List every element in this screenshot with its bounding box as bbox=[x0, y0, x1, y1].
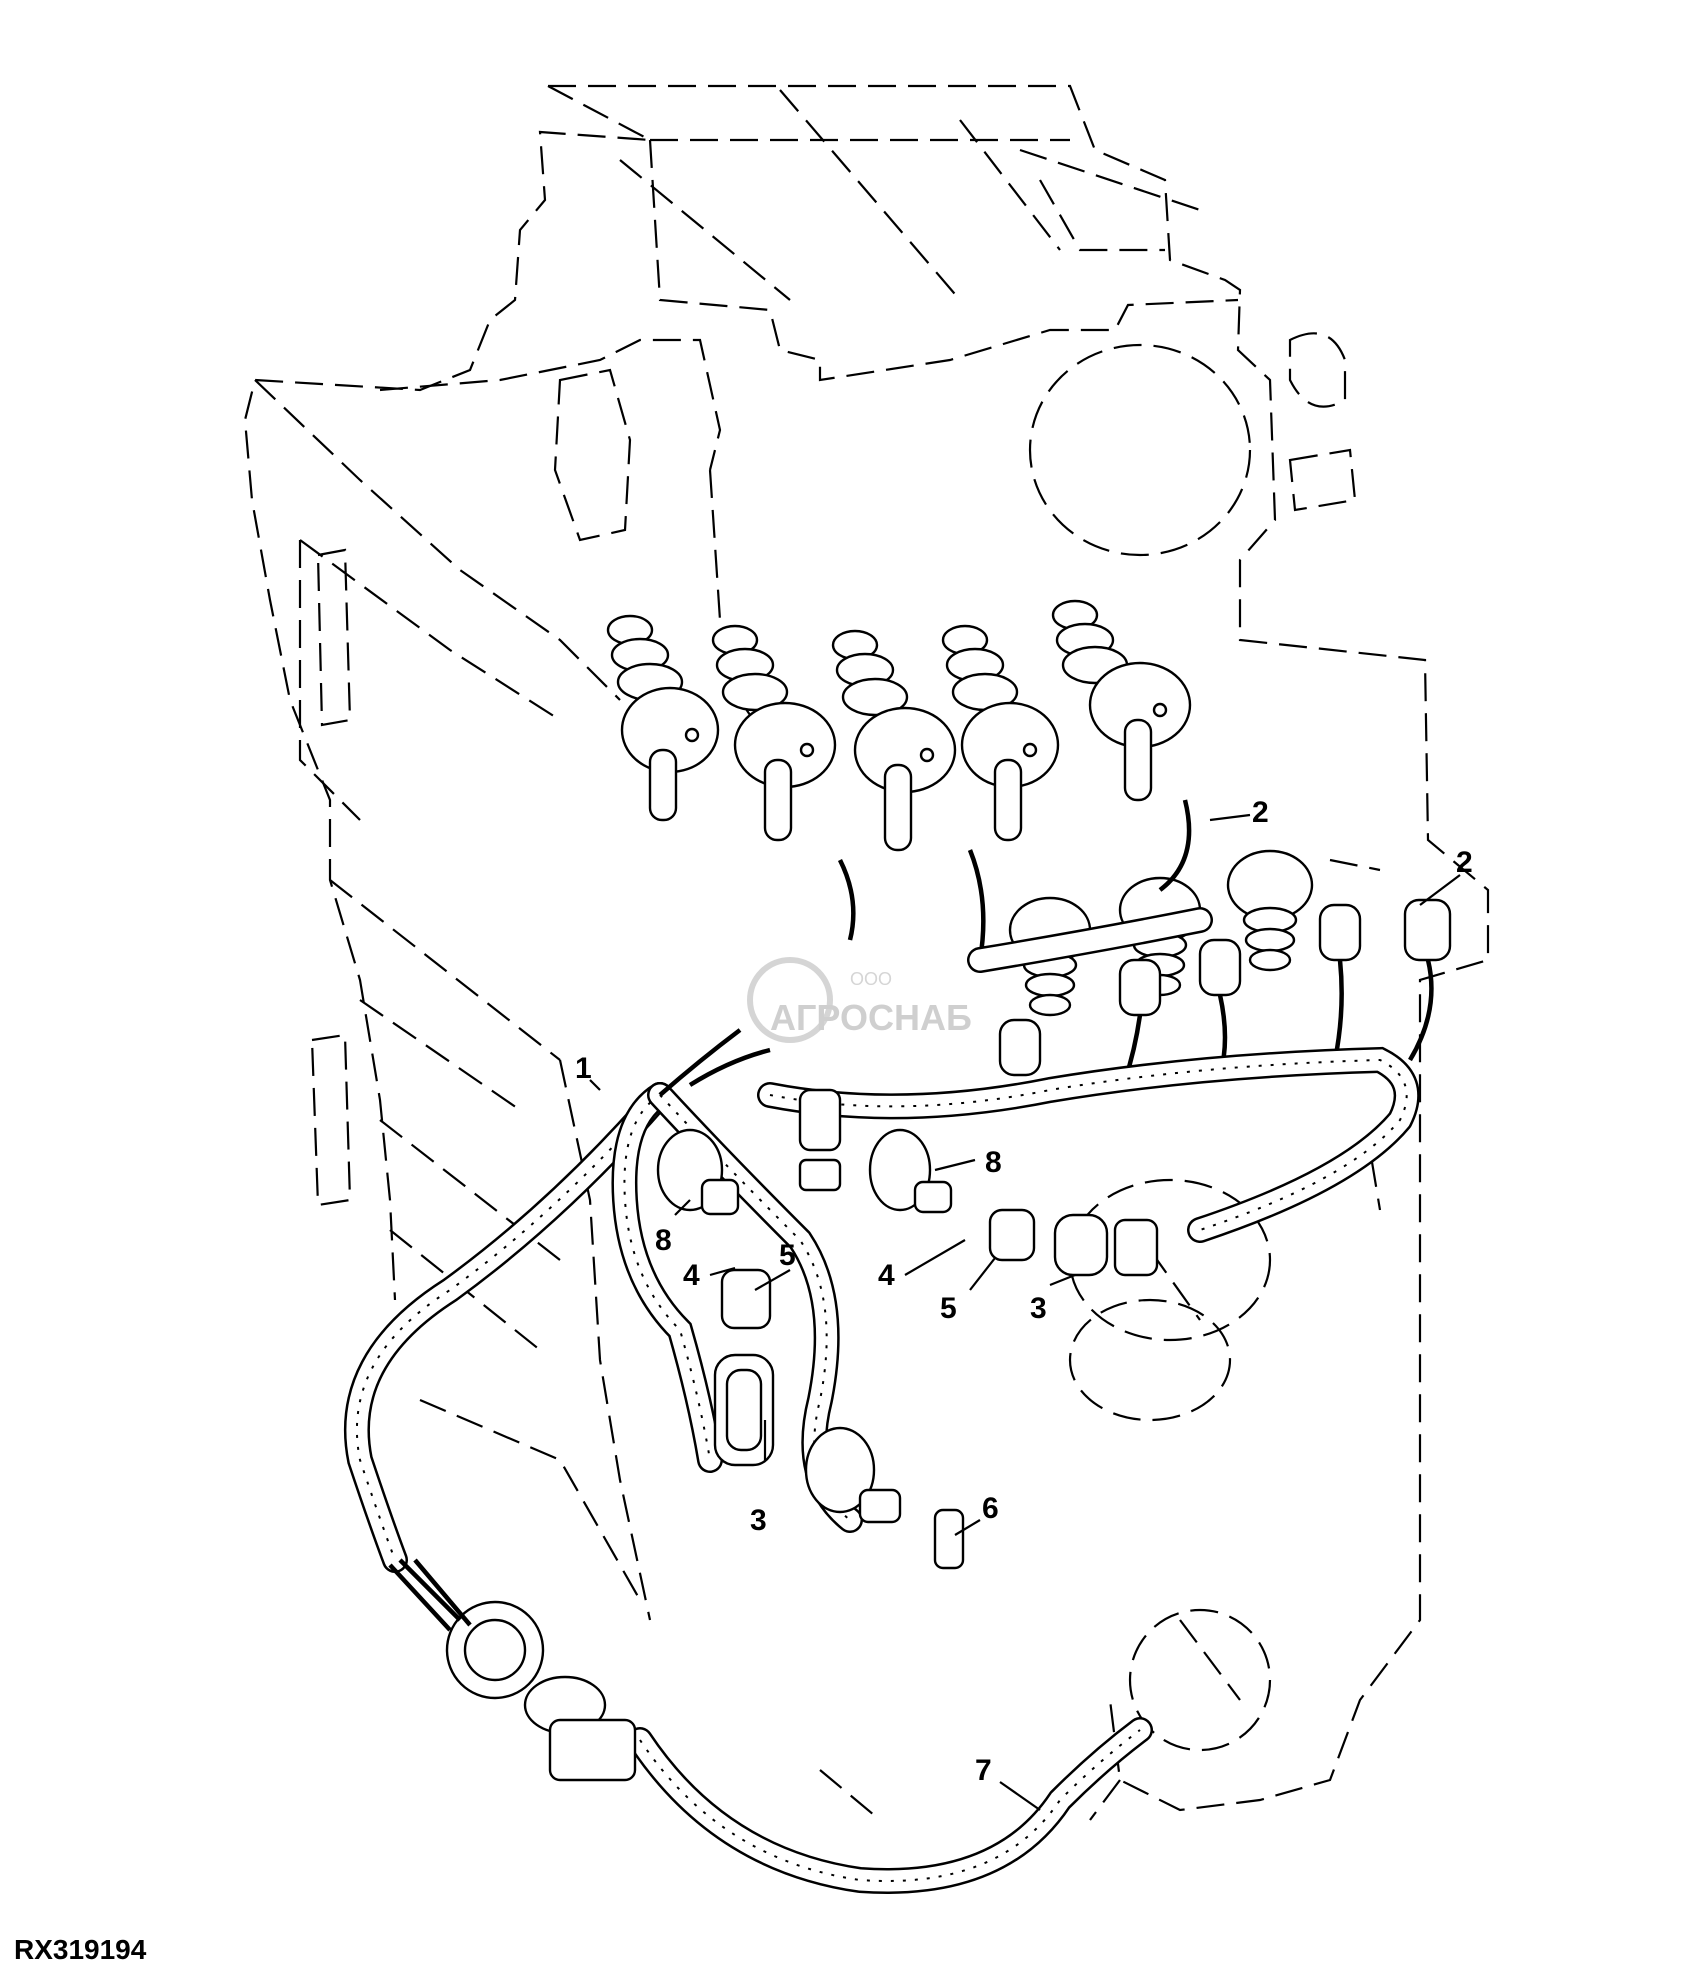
callouts: 1 2 2 3 3 4 4 5 5 6 7 8 8 bbox=[575, 796, 1473, 1811]
connector bbox=[720, 1268, 772, 1330]
connector bbox=[713, 1353, 775, 1467]
connector bbox=[1053, 1213, 1109, 1277]
callout-1: 1 bbox=[575, 1052, 592, 1085]
pressure-sensor bbox=[868, 1128, 953, 1214]
transmission-housing-outline bbox=[243, 84, 1490, 1821]
connector bbox=[1113, 1218, 1159, 1277]
connector bbox=[1403, 898, 1452, 962]
solenoid-valve bbox=[711, 624, 837, 842]
solenoid-valve bbox=[941, 624, 1060, 842]
watermark: ООО АГРОСНАБ bbox=[747, 957, 972, 1043]
solenoid-valve bbox=[1051, 599, 1192, 802]
pressure-sensor bbox=[804, 1426, 902, 1524]
solenoid-valve bbox=[1226, 849, 1314, 972]
callout-4-right: 4 bbox=[878, 1259, 895, 1292]
callout-6: 6 bbox=[982, 1492, 999, 1525]
callout-8-right: 8 bbox=[985, 1146, 1002, 1179]
watermark-small: ООО bbox=[850, 969, 892, 989]
callout-2-right: 2 bbox=[1456, 846, 1473, 879]
solenoid-valve bbox=[831, 629, 957, 852]
pressure-sensor bbox=[656, 1128, 740, 1216]
callout-5-right: 5 bbox=[940, 1292, 957, 1325]
connector bbox=[1198, 938, 1242, 997]
connector bbox=[933, 1508, 965, 1570]
callout-2-upper: 2 bbox=[1252, 796, 1269, 829]
connector bbox=[798, 1088, 842, 1192]
pressure-sensor bbox=[523, 1675, 637, 1782]
callout-8-left: 8 bbox=[655, 1224, 672, 1257]
connector bbox=[388, 1558, 545, 1700]
callout-3-left: 3 bbox=[750, 1504, 767, 1537]
connector bbox=[998, 1018, 1042, 1077]
wiring-harness bbox=[343, 907, 1420, 1894]
solenoid-valve-row-upper bbox=[606, 599, 1192, 852]
solenoid-valve bbox=[606, 614, 720, 822]
solenoid-valve-row-lower bbox=[837, 799, 1452, 1081]
connector bbox=[1318, 903, 1362, 962]
figure-id: RX319194 bbox=[14, 1934, 147, 1965]
callout-7: 7 bbox=[975, 1754, 992, 1787]
connector bbox=[1118, 958, 1162, 1017]
callout-4-left: 4 bbox=[683, 1259, 700, 1292]
watermark-brand: АГРОСНАБ bbox=[770, 997, 972, 1038]
callout-5-left: 5 bbox=[779, 1239, 796, 1272]
connector bbox=[988, 1208, 1036, 1262]
callout-3-right: 3 bbox=[1030, 1292, 1047, 1325]
